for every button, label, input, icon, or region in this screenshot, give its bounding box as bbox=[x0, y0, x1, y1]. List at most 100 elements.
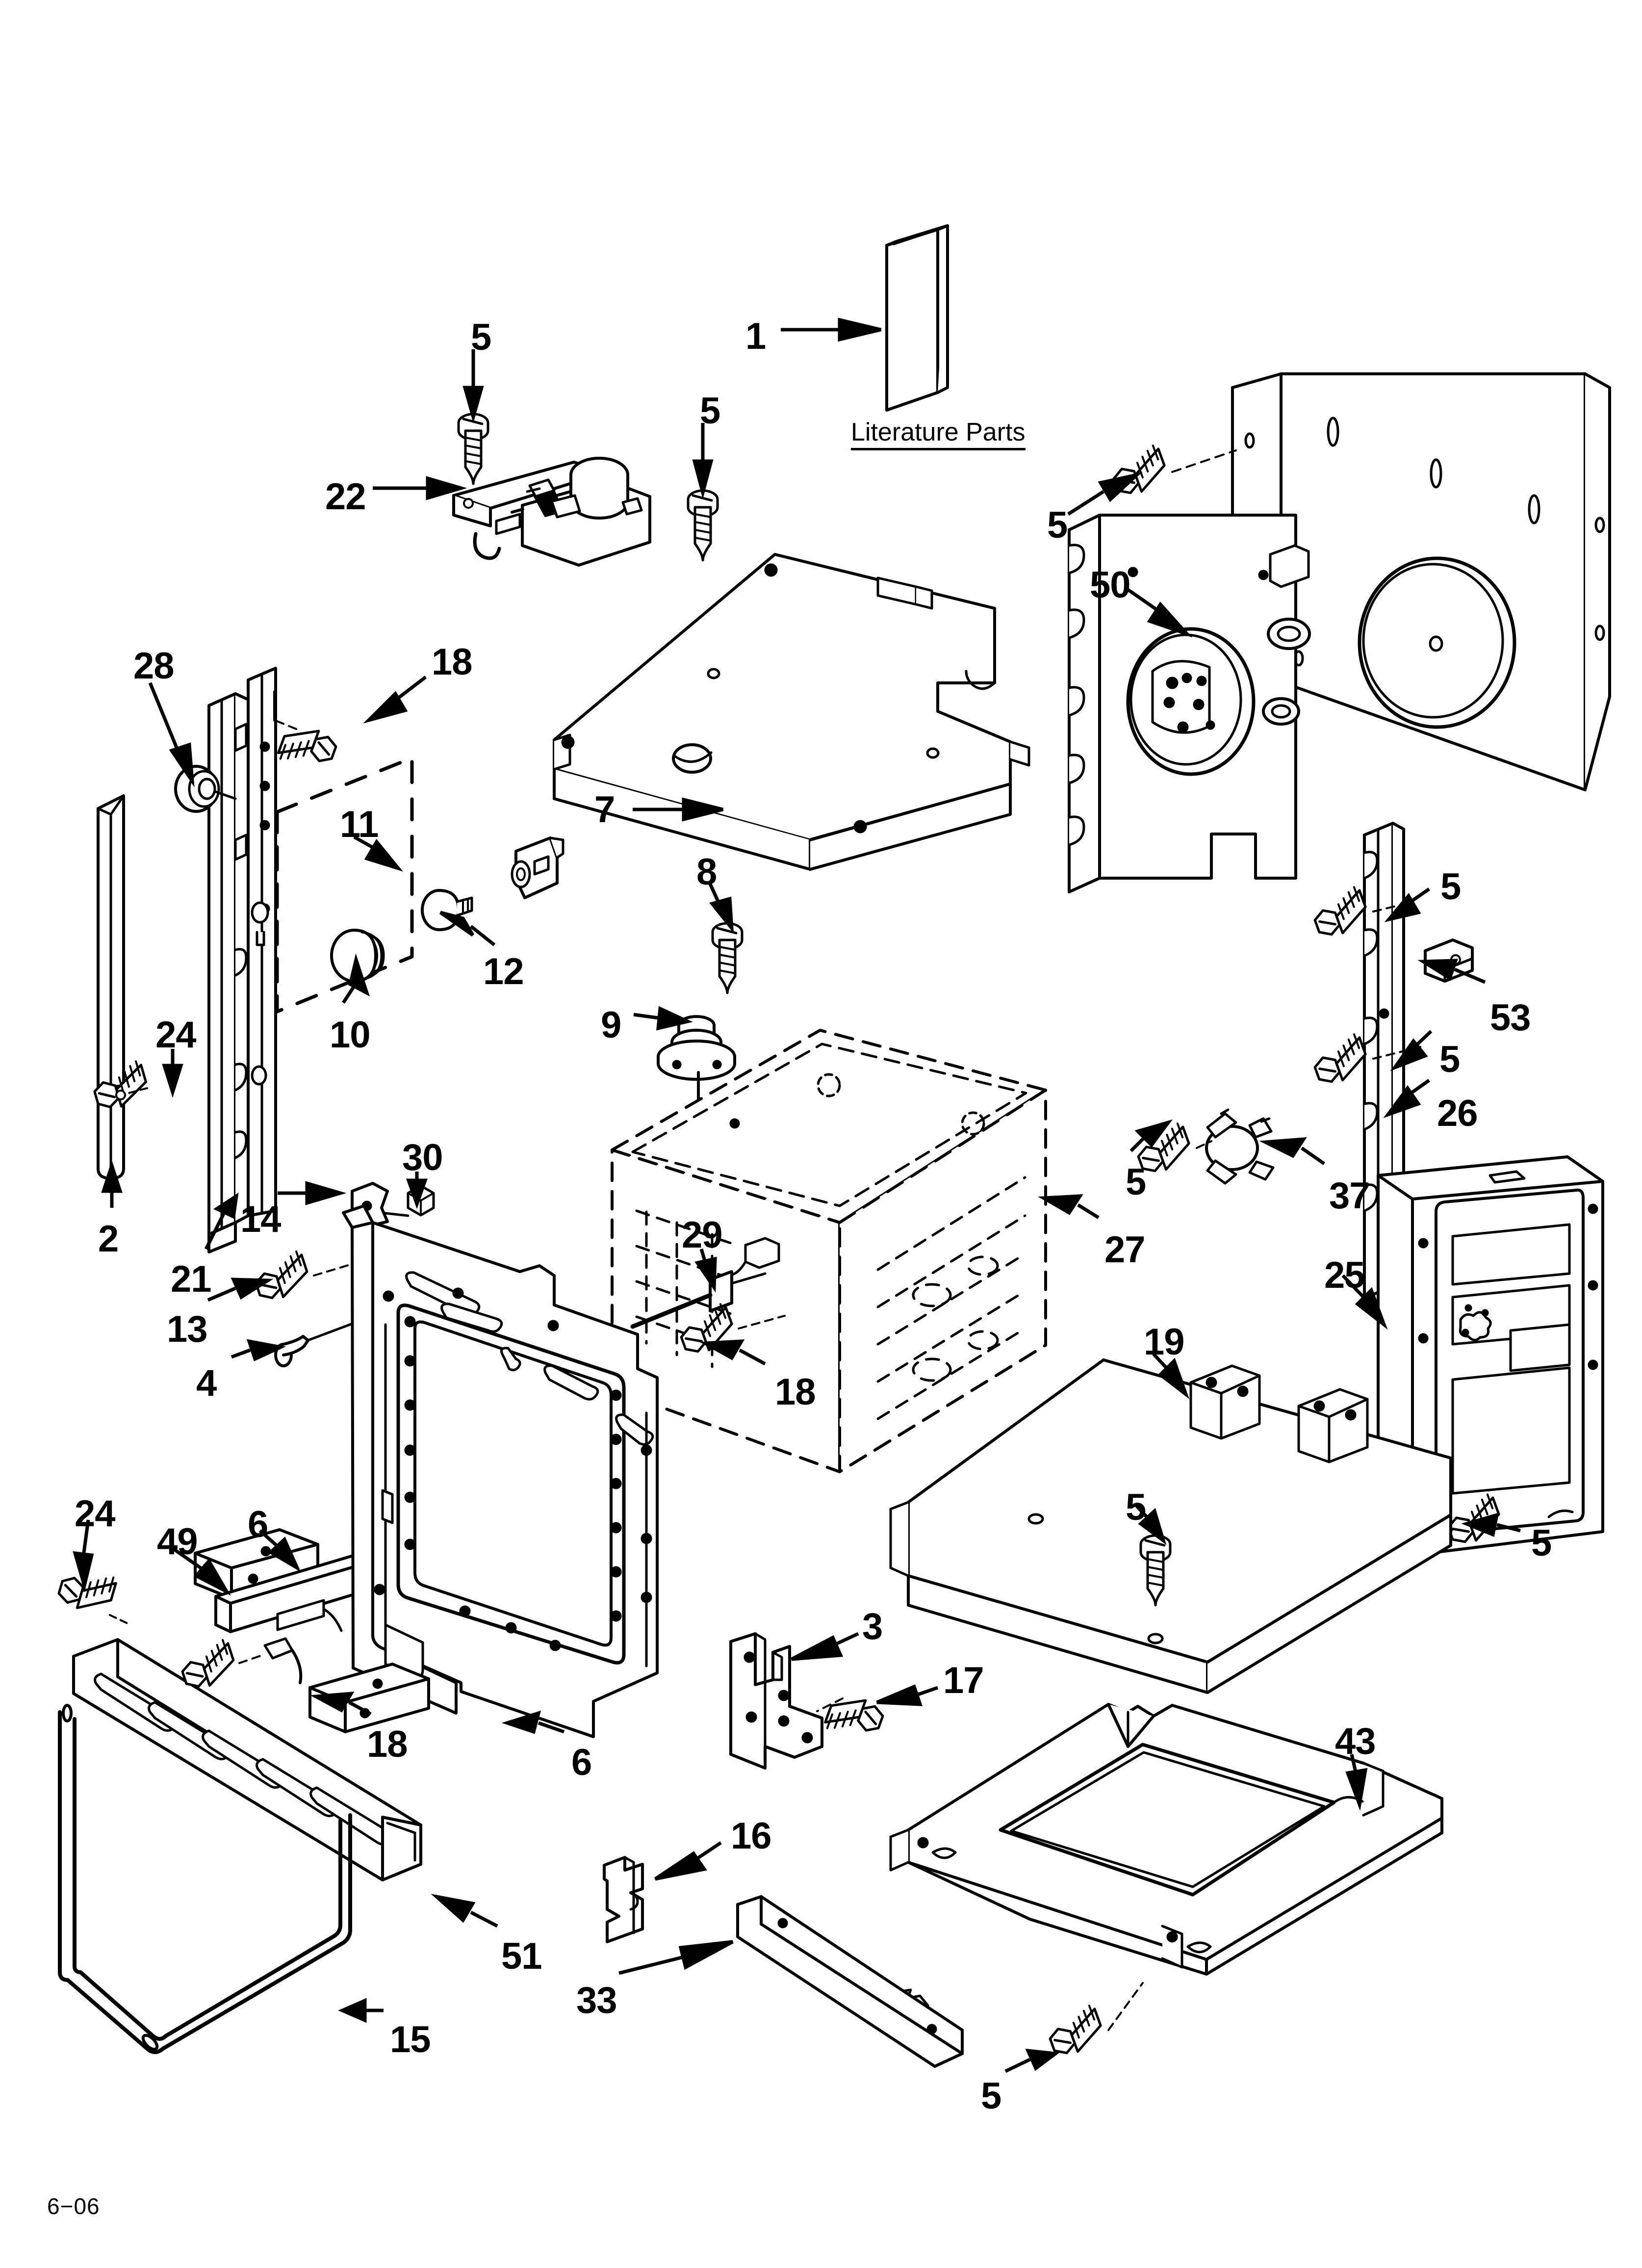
leader-1 bbox=[781, 317, 881, 342]
leader-5-bottom-panel bbox=[1135, 1505, 1167, 1545]
callout-number-24: 24 bbox=[155, 1014, 197, 1056]
callout-number-51: 51 bbox=[501, 1935, 542, 1977]
leader-27 bbox=[1038, 1194, 1100, 1219]
callout-number-11: 11 bbox=[340, 804, 379, 845]
leader-28 bbox=[148, 682, 195, 787]
part-18-screw-cavity bbox=[675, 1303, 786, 1357]
leader-18-frame bbox=[309, 1691, 372, 1716]
leader-5-rear bbox=[1067, 471, 1143, 516]
part-18-screw-lower bbox=[177, 1637, 303, 1692]
callout-number-4: 4 bbox=[196, 1362, 217, 1404]
callout-number-6: 6 bbox=[248, 1504, 268, 1545]
callout-number-3: 3 bbox=[862, 1606, 883, 1647]
part-5-screw-top-center bbox=[688, 491, 718, 560]
callout-number-14: 14 bbox=[240, 1199, 282, 1240]
callout-number-24: 24 bbox=[75, 1493, 116, 1535]
leader-18-rail bbox=[363, 676, 427, 724]
callout-number-10: 10 bbox=[330, 1014, 371, 1056]
leader-53 bbox=[1417, 959, 1486, 984]
leader-30 bbox=[406, 1172, 428, 1209]
callout-number-29: 29 bbox=[682, 1214, 723, 1256]
callout-number-22: 22 bbox=[325, 476, 366, 518]
callout-number-43: 43 bbox=[1335, 1721, 1376, 1762]
callout-number-18: 18 bbox=[775, 1371, 816, 1413]
part-15-door-gasket bbox=[58, 1704, 352, 2054]
part-8-screw bbox=[713, 923, 742, 993]
callout-number-30: 30 bbox=[402, 1137, 443, 1178]
callout-number-18: 18 bbox=[367, 1723, 408, 1765]
part-24-screw-lower bbox=[56, 1564, 129, 1625]
page-footer-code: 6−06 bbox=[47, 2193, 100, 2219]
part-6-insulation-block-lower bbox=[308, 1663, 430, 1733]
part-12-plug-button bbox=[421, 889, 473, 931]
leader-21 bbox=[204, 1192, 239, 1250]
part-5-screw-rear-panel bbox=[1108, 444, 1237, 498]
part-22-door-latch-assembly bbox=[452, 457, 651, 567]
leader-5-top-center bbox=[692, 423, 714, 499]
leader-51 bbox=[431, 1894, 498, 1928]
leader-33 bbox=[618, 1940, 734, 1975]
callout-number-13: 13 bbox=[167, 1308, 208, 1350]
callout-number-25: 25 bbox=[1324, 1254, 1365, 1296]
callout-number-27: 27 bbox=[1104, 1229, 1146, 1271]
leader-5-side-panel bbox=[1461, 1512, 1521, 1537]
callout-number-8: 8 bbox=[696, 851, 717, 893]
part-21-left-side-rail bbox=[207, 667, 277, 1253]
callout-number-28: 28 bbox=[133, 645, 175, 687]
leader-18-cavity bbox=[699, 1339, 766, 1366]
callout-number-5: 5 bbox=[981, 2075, 1001, 2117]
part-5-screw-top-left bbox=[459, 414, 488, 484]
leader-22 bbox=[373, 476, 467, 500]
leader-8 bbox=[708, 883, 734, 934]
part-43-base-pan bbox=[889, 1703, 1443, 2059]
callout-number-15: 15 bbox=[390, 2019, 431, 2060]
part-28-roller-bushing bbox=[174, 765, 237, 813]
callout-number-7: 7 bbox=[594, 789, 615, 831]
callout-number-5: 5 bbox=[1126, 1161, 1146, 1203]
leader-9 bbox=[633, 1006, 693, 1031]
callout-number-17: 17 bbox=[943, 1660, 984, 1701]
callout-number-19: 19 bbox=[1144, 1321, 1185, 1363]
leader-16 bbox=[654, 1841, 722, 1881]
callout-number-5: 5 bbox=[471, 316, 491, 358]
leader-29 bbox=[694, 1249, 717, 1293]
leader-24-upper bbox=[162, 1049, 183, 1098]
part-16-latch-strike bbox=[603, 1856, 644, 1943]
leader-26 bbox=[1383, 1079, 1431, 1119]
group-label-text: Literature Parts bbox=[851, 419, 1026, 450]
callout-number-5: 5 bbox=[700, 390, 720, 432]
part-7-top-panel bbox=[553, 553, 1030, 871]
callout-number-5: 5 bbox=[1439, 1039, 1460, 1080]
leader-25 bbox=[1341, 1274, 1388, 1330]
leader-43 bbox=[1345, 1754, 1368, 1811]
leader-17-hinge bbox=[876, 1684, 939, 1706]
leader-2 bbox=[101, 1160, 123, 1208]
leader-5-top-left bbox=[462, 349, 484, 423]
part-17-screw-hinge bbox=[816, 1690, 886, 1745]
leader-19 bbox=[1152, 1353, 1190, 1399]
leader-3 bbox=[791, 1632, 859, 1661]
part-11-subassembly-group-box bbox=[275, 756, 414, 1014]
part-5-screw-limiter bbox=[1132, 1122, 1212, 1176]
callout-number-26: 26 bbox=[1437, 1093, 1478, 1134]
part-2-left-trim-strip bbox=[97, 794, 125, 1180]
leader-4 bbox=[231, 1339, 286, 1361]
leader-5-terminal bbox=[1390, 1030, 1433, 1071]
callout-number-12: 12 bbox=[483, 951, 524, 992]
group-label-literature-parts: Literature Parts bbox=[851, 419, 1026, 450]
part-19-bottom-panel bbox=[889, 1358, 1452, 1694]
leader-6-lower bbox=[501, 1710, 565, 1734]
part-4-front-frame-panel bbox=[342, 1204, 659, 1738]
leader-6-upper bbox=[258, 1529, 301, 1572]
leader-13 bbox=[207, 1277, 274, 1302]
part-24-screw-upper bbox=[90, 1060, 151, 1112]
callout-number-18: 18 bbox=[432, 641, 473, 683]
callout-number-37: 37 bbox=[1329, 1175, 1370, 1217]
leader-5-base bbox=[1004, 2048, 1060, 2073]
part-5-screw-right-rail-upper bbox=[1309, 886, 1399, 940]
callout-number-9: 9 bbox=[601, 1004, 621, 1046]
part-13-screw bbox=[251, 1250, 364, 1303]
leader-50 bbox=[1127, 588, 1193, 638]
leader-11 bbox=[353, 835, 404, 872]
